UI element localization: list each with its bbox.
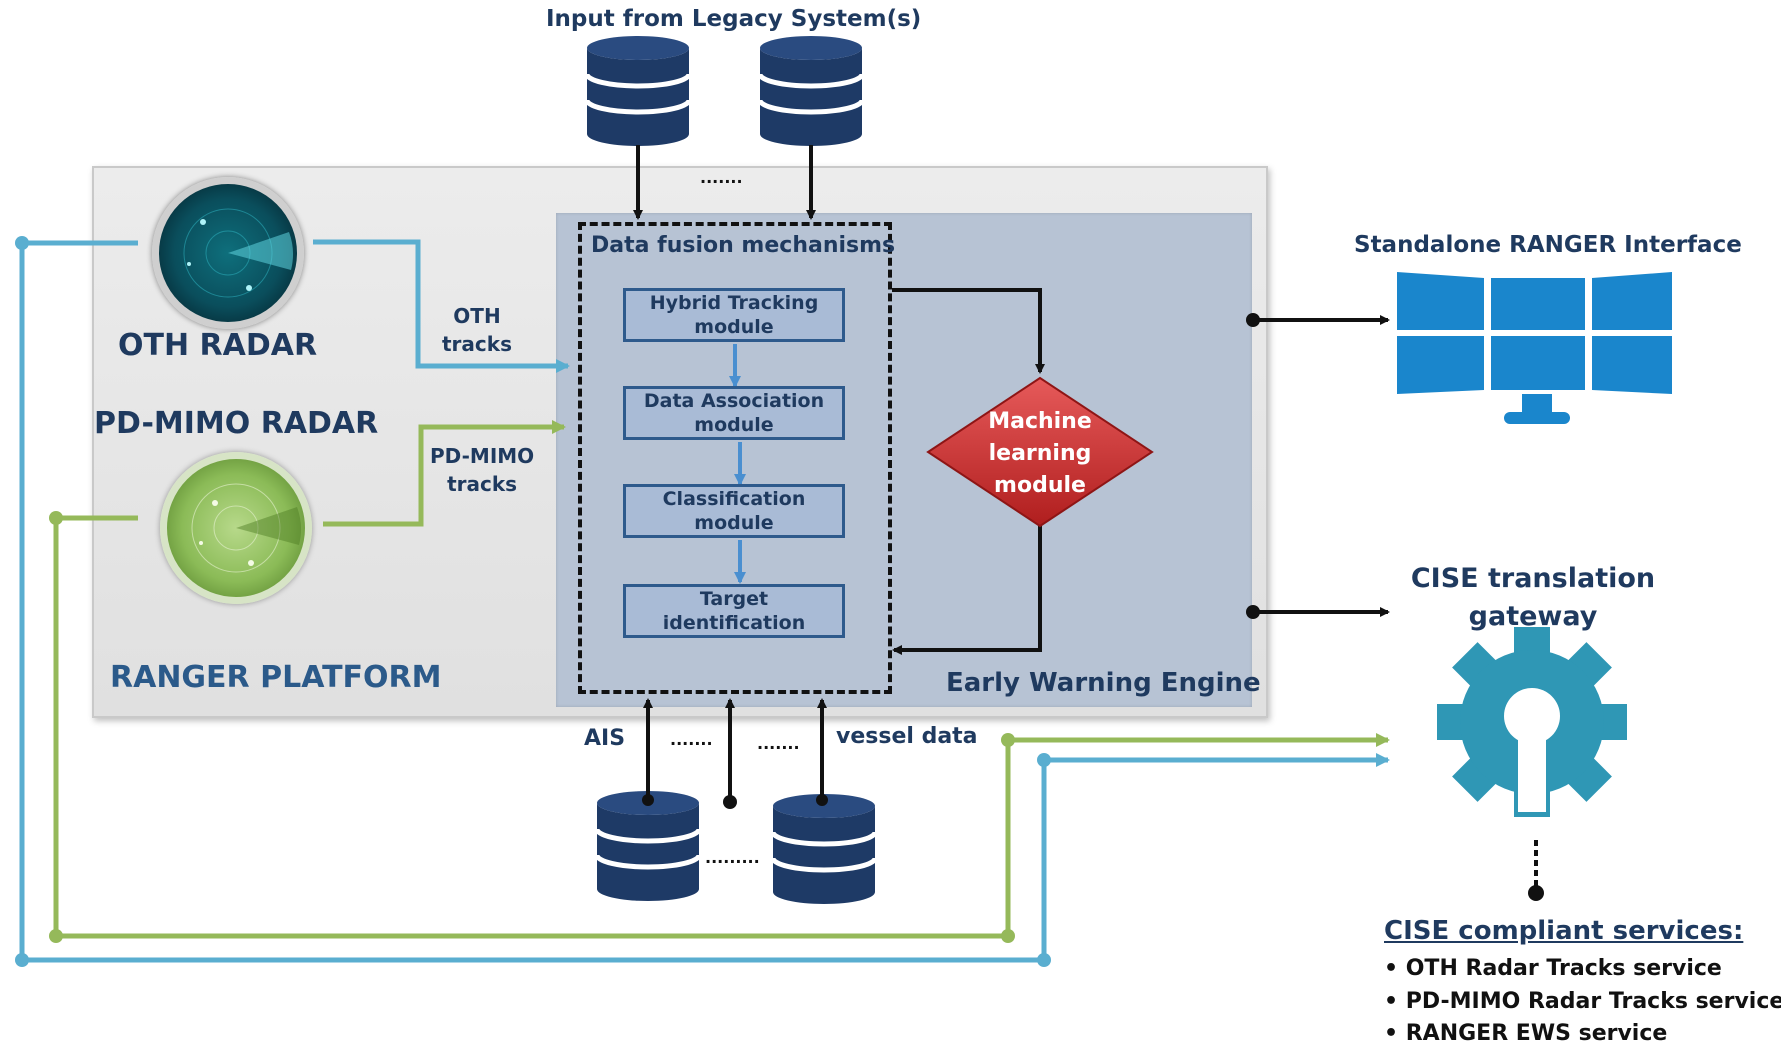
pd-mimo-radar-label: PD-MIMO RADAR [94,406,379,441]
cise-service-item: • PD-MIMO Radar Tracks service [1384,989,1781,1014]
data-fusion-box [578,222,892,694]
ranger-platform-label: RANGER PLATFORM [110,660,442,695]
machine-learning-diamond [926,376,1154,528]
legacy-input-label: Input from Legacy System(s) [546,6,922,32]
cise-service-item: • RANGER EWS service [1384,1021,1668,1046]
input-dots-1: ....... [670,730,713,749]
cise-services-title: CISE compliant services: [1384,916,1744,946]
cise-service-item: • OTH Radar Tracks service [1384,956,1722,981]
input-db-dots: ......... [705,848,760,867]
input-dots-2: ....... [757,734,800,753]
vessel-data-label: vessel data [836,724,978,749]
input-database-icon [597,791,699,901]
oth-radar-label: OTH RADAR [118,328,318,363]
legacy-database-icon [587,36,689,146]
pd-mimo-radar-icon [160,452,312,604]
gear-icon [1437,627,1627,817]
input-database-icon [773,794,875,904]
oth-radar-icon [152,177,304,329]
legacy-database-icon [760,36,862,146]
fusion-title: Data fusion mechanisms [591,233,896,258]
early-warning-engine-label: Early Warning Engine [946,668,1261,698]
legacy-dots: ....... [700,168,743,187]
monitor-icon [1397,272,1672,424]
standalone-interface-title: Standalone RANGER Interface [1354,232,1742,258]
ais-label: AIS [584,726,626,751]
